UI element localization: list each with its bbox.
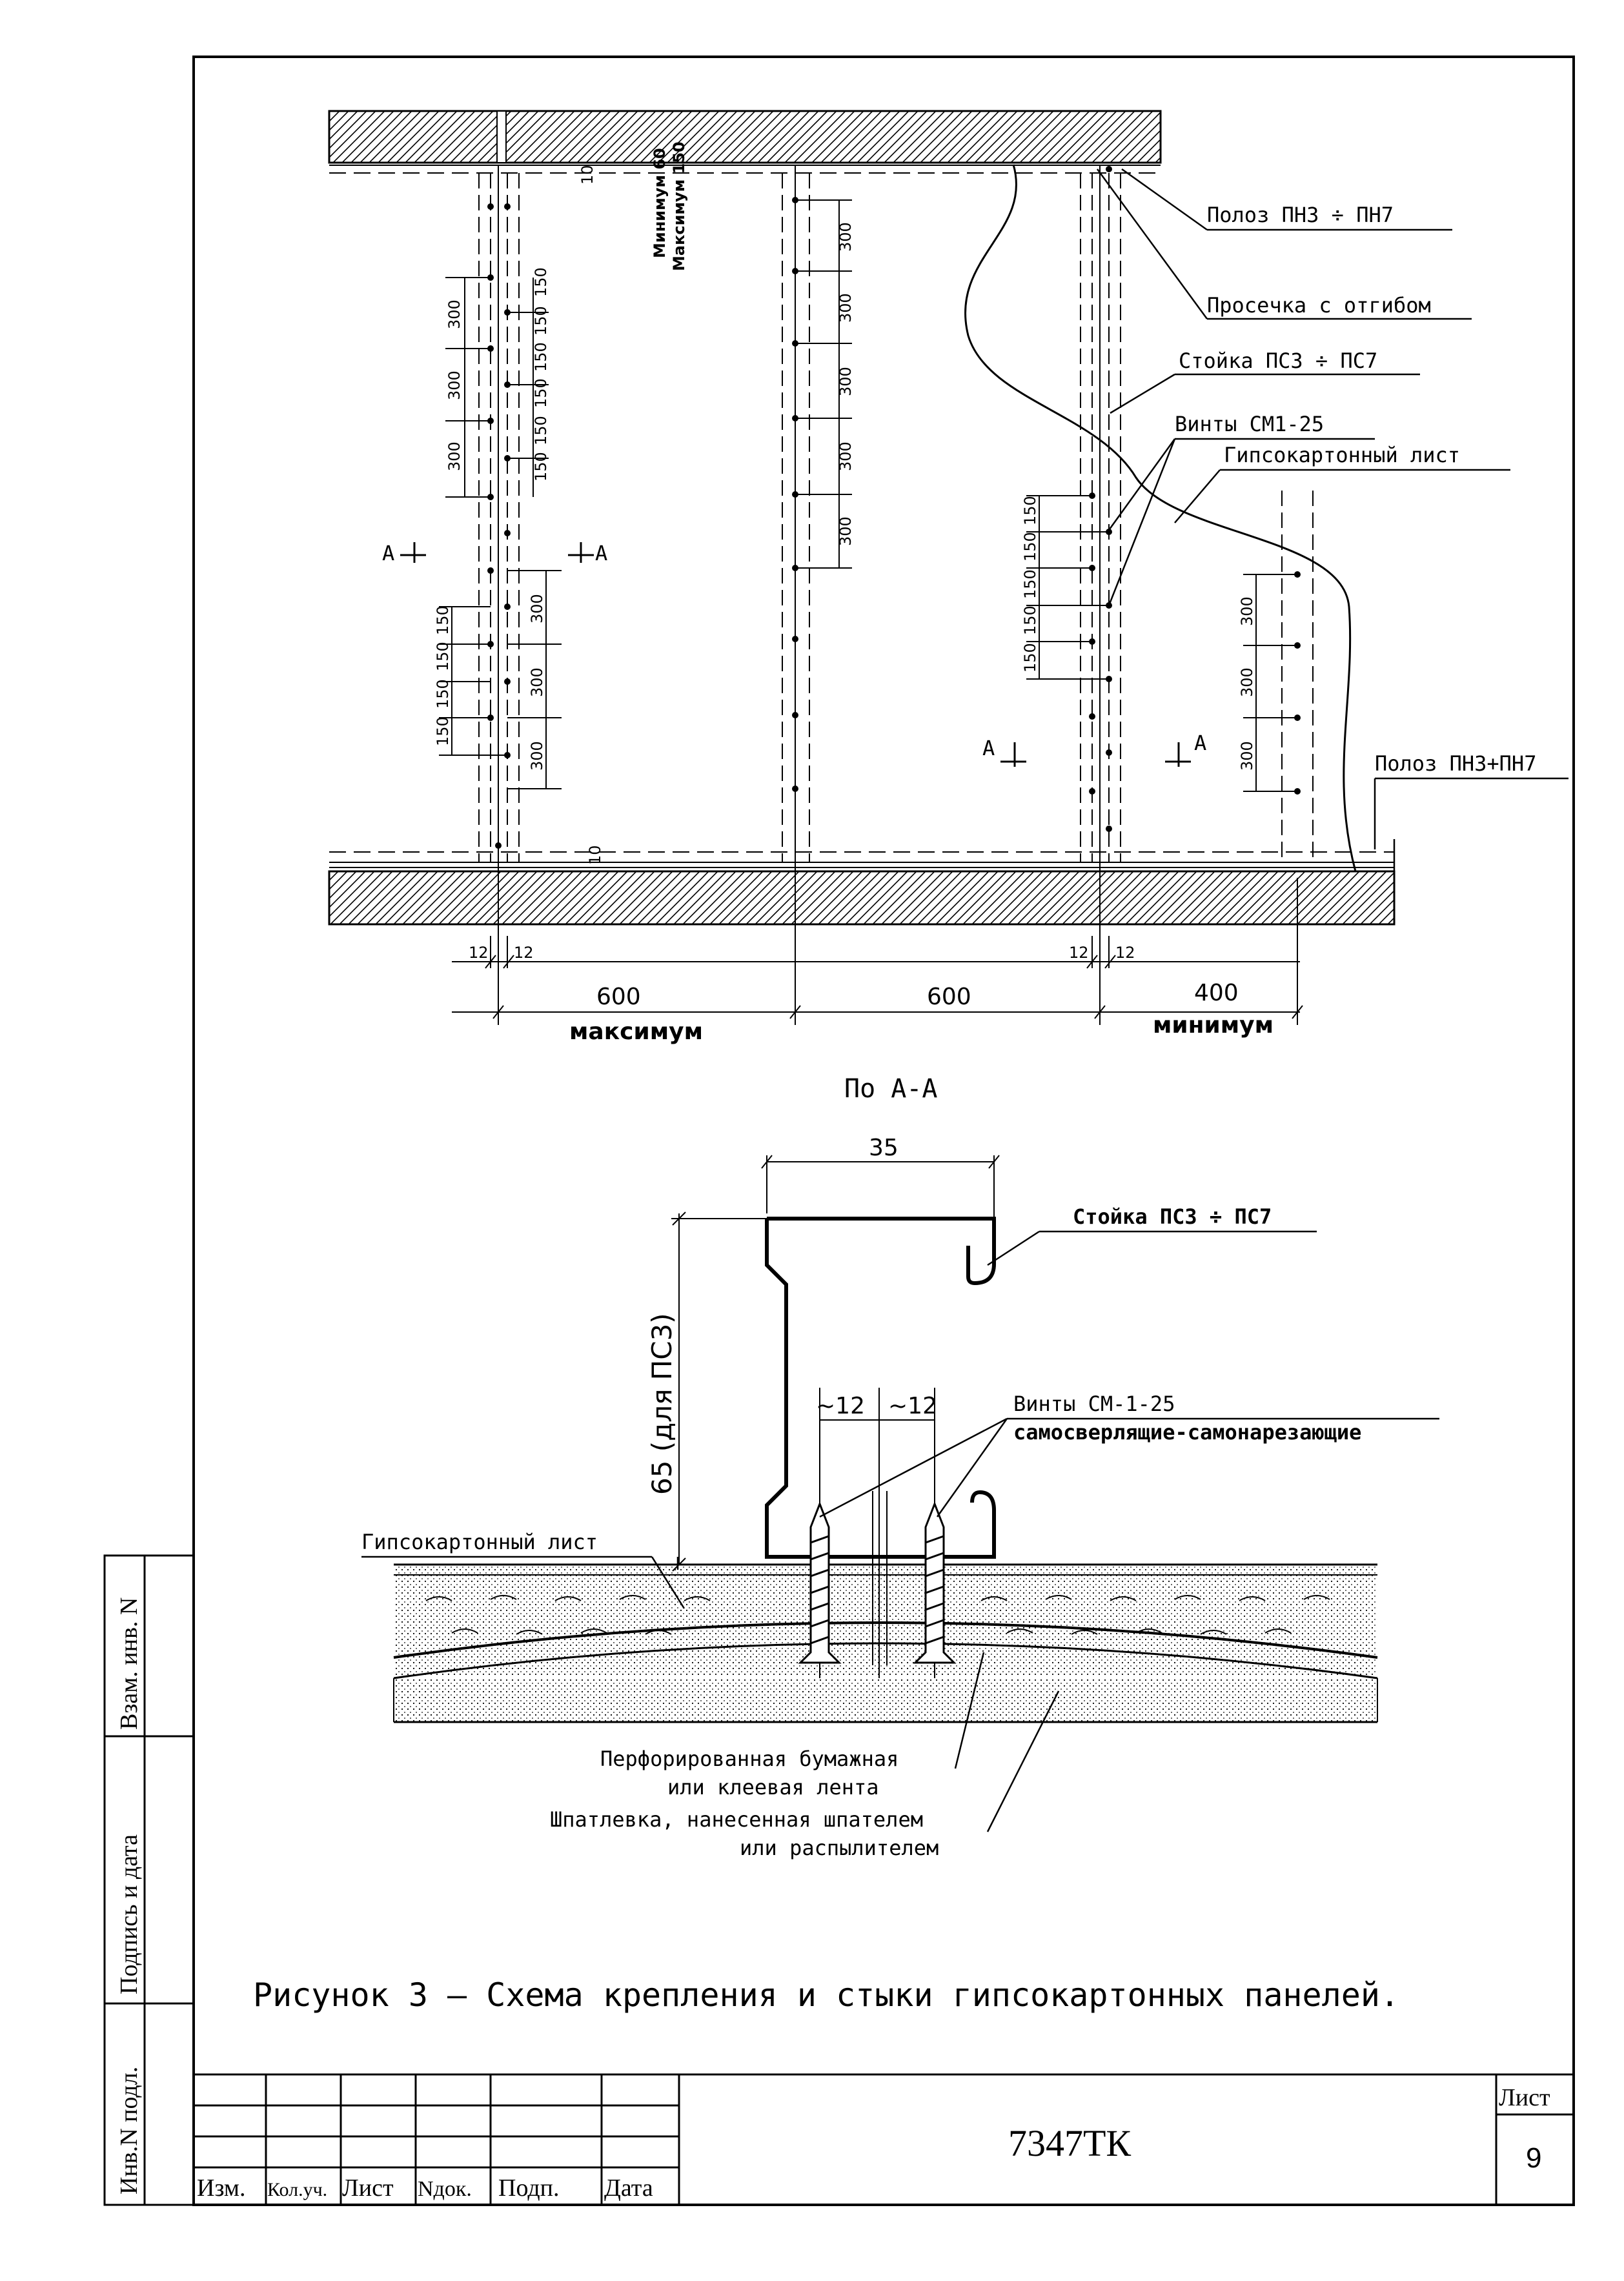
height-dim: 65 (для ПС3)	[646, 1313, 678, 1495]
gypsum-label-section: Гипсокартонный лист	[361, 1530, 598, 1554]
dim-150: 150	[1021, 569, 1039, 599]
dim-12-right: 12	[1069, 944, 1089, 962]
title-block	[194, 2073, 1574, 2205]
ceiling-slab	[328, 110, 1162, 164]
side-stamp	[103, 1554, 195, 2206]
section-a-left: А	[382, 541, 394, 565]
dim-150: 150	[1021, 532, 1039, 562]
dim-10-bottom: 10	[586, 845, 604, 865]
dim-300: 300	[1238, 741, 1256, 771]
stamp-signature-date: Подпись и дата	[116, 1834, 143, 1994]
tape-label-1: Перфорированная бумажная	[600, 1747, 898, 1771]
sheet-number: 9	[1526, 2142, 1541, 2174]
figure-caption: Рисунок 3 – Схема крепления и стыки гипс…	[253, 1976, 1399, 2014]
putty-label-2: или распылителем	[740, 1836, 939, 1860]
gypsum-label-top: Гипсокартонный лист	[1224, 443, 1460, 467]
section-a-right: А	[982, 736, 995, 760]
dim-150: 150	[532, 416, 550, 445]
dim-150: 150	[1021, 643, 1039, 673]
sheet-frame	[192, 56, 1575, 2206]
dim-min-label: минимум	[1153, 1012, 1274, 1039]
stud-profile	[765, 1217, 996, 1559]
dim-12-left2: 12	[514, 944, 534, 962]
dim-150: 150	[532, 306, 550, 336]
dim-300: 300	[1238, 667, 1256, 697]
dim-300: 300	[837, 516, 855, 546]
col-izm: Изм.	[197, 2175, 245, 2202]
sheet-label: Лист	[1499, 2084, 1550, 2111]
col-data: Дата	[604, 2175, 653, 2202]
tape-label-2: или клеевая лента	[667, 1775, 879, 1799]
dim-max-label: максимум	[569, 1019, 703, 1045]
section-title: По А-А	[844, 1074, 938, 1104]
dim-150: 150	[532, 342, 550, 372]
gypsum-board	[394, 1565, 1377, 1676]
dim-400: 400	[1194, 980, 1239, 1006]
section-a-right2: А	[1194, 731, 1206, 755]
dim-150: 150	[434, 716, 452, 746]
dim-300: 300	[528, 667, 546, 697]
dim-150: 150	[532, 378, 550, 408]
cut-bend-label: Просечка с отгибом	[1207, 293, 1431, 318]
col-ndok: Nдок.	[418, 2177, 472, 2201]
dim-150: 150	[1021, 605, 1039, 635]
section-a-left2: А	[595, 541, 607, 565]
screws-label-section-2: самосверлящие-самонарезающие	[1013, 1420, 1361, 1445]
col-kol: Кол.уч.	[267, 2179, 327, 2200]
dim-300: 300	[445, 370, 463, 400]
stud-label-top: Стойка ПС3 ÷ ПС7	[1179, 349, 1377, 373]
min-label: Минимум 60	[651, 148, 669, 258]
dim-150: 150	[434, 605, 452, 635]
dim-12-left: 12	[469, 944, 489, 962]
col-list: Лист	[342, 2175, 394, 2202]
floor-slab	[328, 870, 1396, 926]
dim-10-top: 10	[578, 165, 596, 185]
dim-300: 300	[445, 299, 463, 329]
screw-right	[913, 1501, 957, 1664]
dim-300: 300	[528, 594, 546, 623]
dim-150: 150	[434, 679, 452, 709]
dim-300: 300	[837, 367, 855, 396]
dim-12-right2: 12	[1115, 944, 1135, 962]
dim-300: 300	[528, 741, 546, 771]
tilde-12-left: ~12	[816, 1393, 865, 1419]
screws-label-section-1: Винты СМ-1-25	[1013, 1392, 1175, 1416]
doc-number: 7347ТК	[1008, 2122, 1131, 2164]
screws-label-top: Винты СМ1-25	[1175, 412, 1324, 436]
tilde-12-right: ~12	[888, 1393, 937, 1419]
width-dim-35: 35	[869, 1135, 898, 1161]
max-label: Максимум 150	[670, 141, 688, 271]
dim-300: 300	[837, 293, 855, 323]
dim-150: 150	[434, 642, 452, 671]
stud-label-section: Стойка ПС3 ÷ ПС7	[1073, 1204, 1272, 1229]
col-podp: Подп.	[498, 2175, 560, 2202]
dim-600-second: 600	[927, 984, 971, 1010]
dim-150: 150	[532, 452, 550, 482]
top-elevation: 300 300 300 150 150 150 150 150 150 300 …	[328, 110, 1568, 1045]
strip-label-bottom: Полоз ПН3+ПН7	[1375, 751, 1536, 776]
strip-label-top: Полоз ПН3 ÷ ПН7	[1207, 203, 1394, 227]
dim-300: 300	[837, 441, 855, 471]
dim-300: 300	[837, 222, 855, 252]
dim-150: 150	[1021, 496, 1039, 525]
putty-label-1: Шпатлевка, нанесенная шпателем	[550, 1807, 923, 1832]
screw-left	[798, 1501, 842, 1664]
dim-300: 300	[445, 441, 463, 471]
dim-300: 300	[1238, 596, 1256, 626]
stamp-replacement: Взам. инв. N	[116, 1597, 143, 1730]
dim-150: 150	[532, 267, 550, 297]
dim-600-first: 600	[596, 984, 641, 1010]
stamp-original-inv: Инв.N подл.	[116, 2067, 143, 2195]
section-a-a: 35 65 (для ПС3)	[361, 1135, 1439, 1860]
break-line	[964, 164, 1357, 872]
